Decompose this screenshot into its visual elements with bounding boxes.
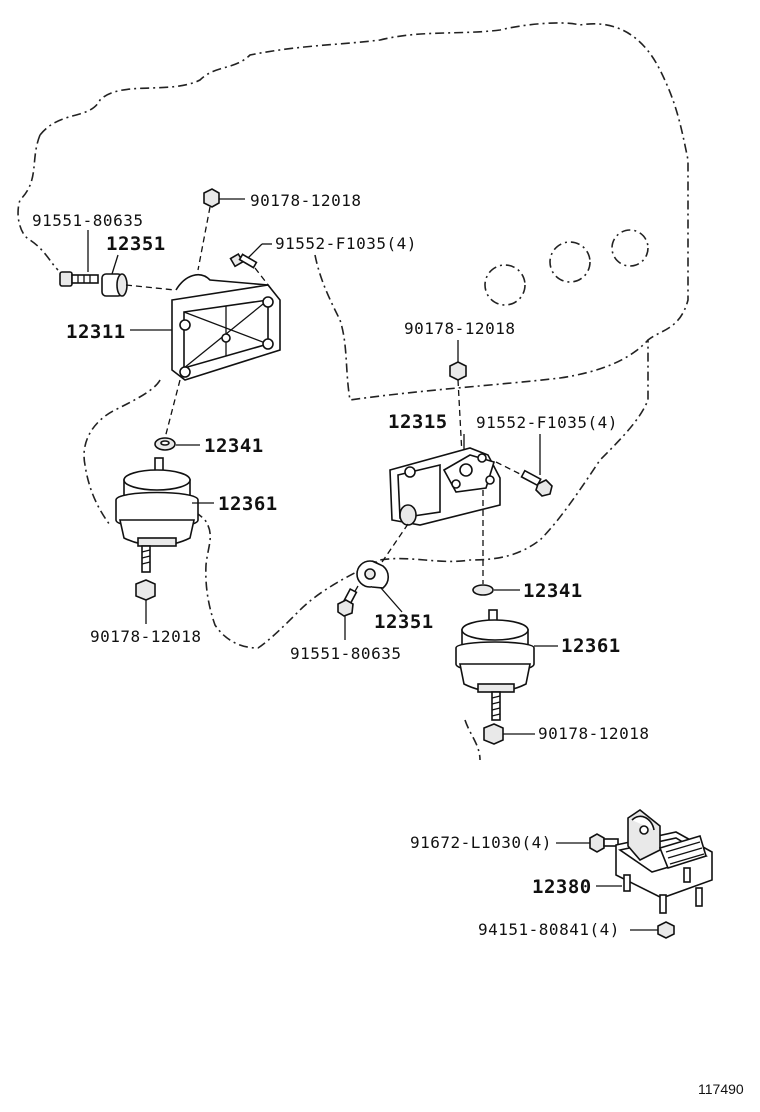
label-bolt-upper-left-bracket: 91552-F1035(4): [275, 234, 417, 253]
label-stopper-right: 12351: [374, 611, 434, 633]
reference-number: 117490: [698, 1081, 744, 1097]
label-insulator-left: 12361: [218, 493, 278, 515]
label-bolt-right-bracket: 91552-F1035(4): [476, 413, 618, 432]
label-bracket-left: 12311: [66, 321, 126, 343]
washer-left-icon: [154, 437, 176, 451]
stopper-left-icon: [101, 273, 176, 297]
label-bolt-left: 91551-80635: [32, 211, 143, 230]
bolt-rear-icon: [589, 833, 619, 853]
bolt-right-bracket-icon: [495, 461, 553, 497]
dashed-line-bracket-to-stopper: [379, 523, 409, 566]
nut-lower-left-icon: [135, 579, 156, 624]
label-nut-center: 90178-12018: [404, 319, 515, 338]
label-rear-mount: 12380: [532, 876, 592, 898]
nut-rear-icon: [657, 921, 675, 939]
label-insulator-right: 12361: [561, 635, 621, 657]
insulator-left-icon: [115, 457, 199, 573]
leader-stopper-left: [111, 254, 119, 275]
bracket-right-icon: [389, 447, 501, 526]
label-washer-left: 12341: [204, 435, 264, 457]
label-bracket-right: 12315: [388, 411, 448, 433]
leader-bolt-upper-left: [247, 243, 263, 259]
nut-upper-left-icon: [197, 188, 245, 271]
leader-stopper-right: [380, 587, 403, 613]
stopper-right-icon: [356, 560, 390, 589]
washer-right-icon: [472, 584, 494, 596]
bracket-left-icon: [171, 274, 281, 381]
bolt-left-icon: [59, 271, 99, 287]
label-nut-lower-right: 90178-12018: [538, 724, 649, 743]
rear-mount-icon: [615, 809, 713, 914]
label-washer-right: 12341: [523, 580, 583, 602]
label-stopper-left: 12351: [106, 233, 166, 255]
label-bolt-rear: 91672-L1030(4): [410, 833, 552, 852]
nut-center-icon: [449, 361, 467, 456]
label-nut-upper-left: 90178-12018: [250, 191, 361, 210]
label-nut-lower-left: 90178-12018: [90, 627, 201, 646]
bolt-right-icon: [337, 585, 359, 617]
nut-lower-right-icon: [483, 723, 504, 745]
label-bolt-right: 91551-80635: [290, 644, 401, 663]
dashed-line-bracket-to-washer: [164, 379, 181, 439]
insulator-right-icon: [455, 609, 535, 721]
label-nut-rear: 94151-80841(4): [478, 920, 620, 939]
engine-outline: [17, 22, 689, 761]
